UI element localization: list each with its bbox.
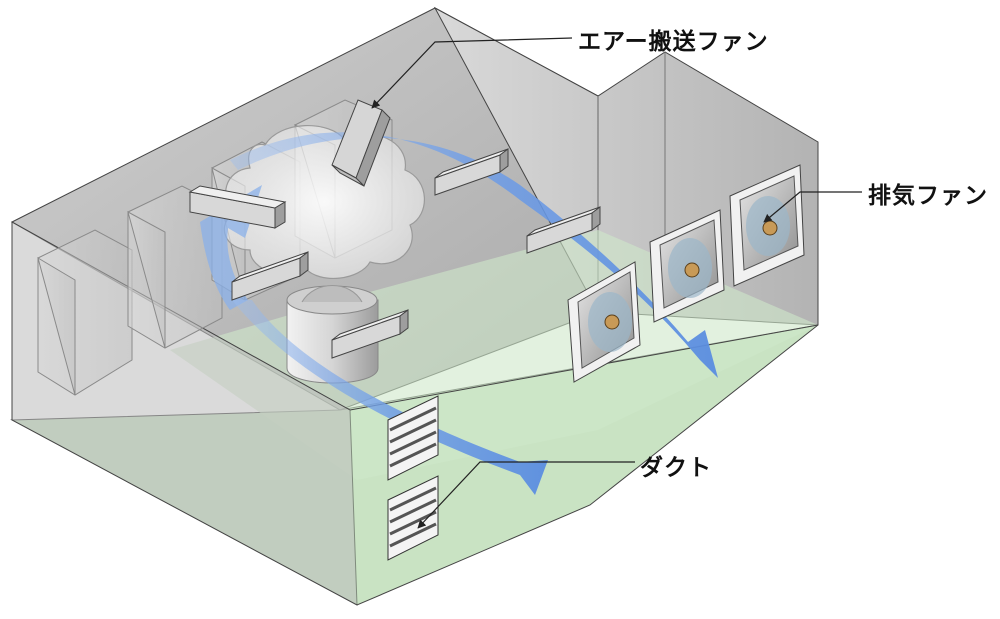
label-exhaust-fan: 排気ファン bbox=[868, 183, 988, 209]
exhaust-fans bbox=[567, 164, 805, 383]
air-transport-fans bbox=[188, 99, 601, 359]
label-air-transport-fan: エアー搬送ファン bbox=[578, 29, 769, 55]
duct-louvers bbox=[387, 395, 439, 561]
label-duct: ダクト bbox=[640, 455, 712, 481]
airflow-arrow-lower bbox=[232, 300, 548, 495]
callout-lines bbox=[371, 37, 862, 529]
